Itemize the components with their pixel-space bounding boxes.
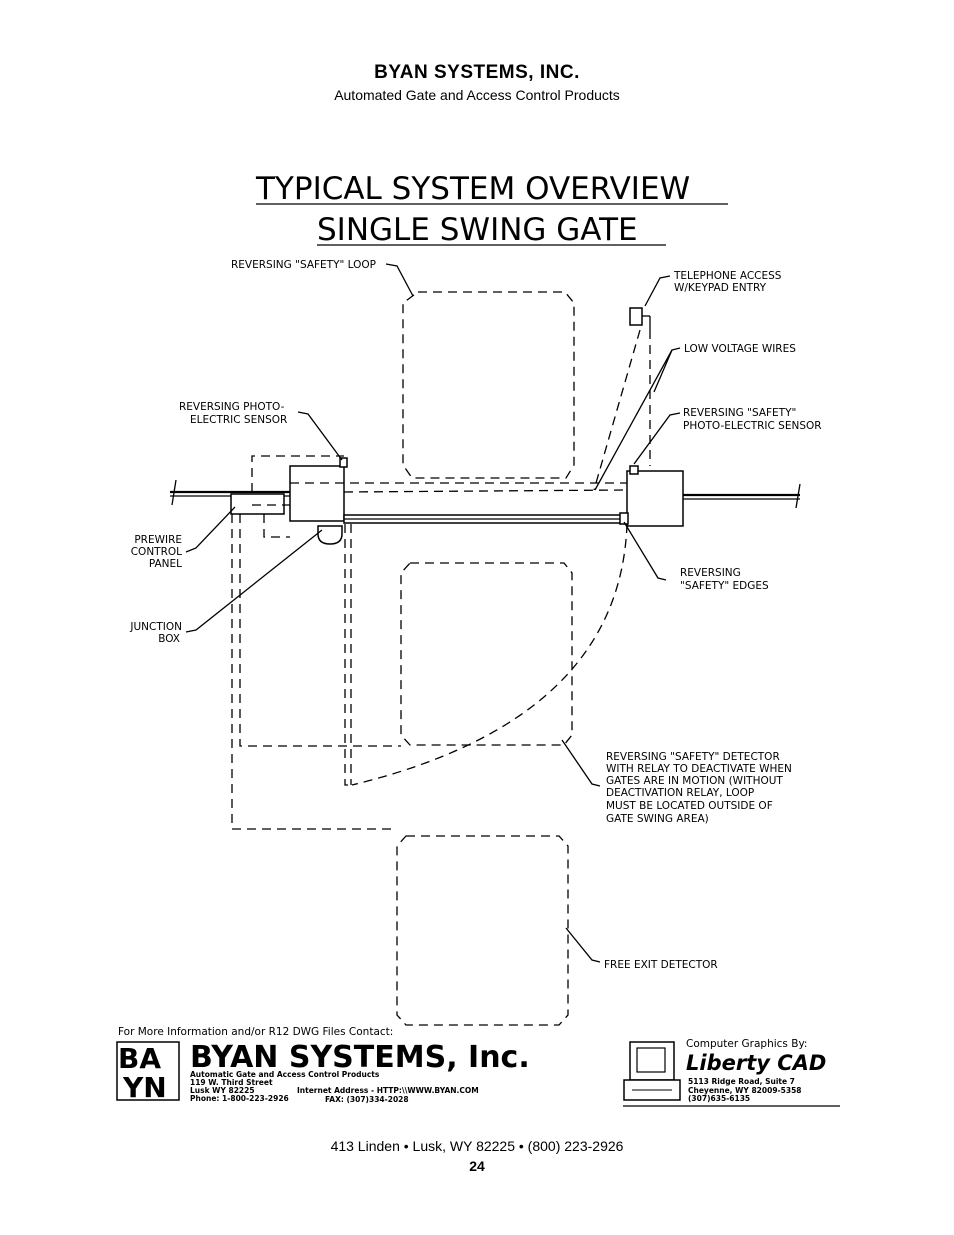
byan-logo-mark: BA YN <box>116 1041 180 1104</box>
junction-box <box>317 525 343 545</box>
left-photo-sensor <box>339 457 348 468</box>
computer-icon <box>623 1041 681 1101</box>
telephone-keypad <box>629 307 643 326</box>
label-detector-6: GATE SWING AREA) <box>606 813 709 825</box>
svg-text:YN: YN <box>122 1071 167 1104</box>
label-telephone-1: TELEPHONE ACCESS <box>673 270 782 282</box>
leader-detector <box>561 739 601 787</box>
top-safety-loop <box>402 291 575 479</box>
label-junction-1: JUNCTION <box>129 621 182 633</box>
leader-low-voltage-b <box>594 349 673 491</box>
wire-vert-2 <box>239 514 401 747</box>
label-photo-right-1: REVERSING "SAFETY" <box>683 407 796 419</box>
label-photo-right-2: PHOTO-ELECTRIC SENSOR <box>683 420 822 432</box>
company-tagline: Automated Gate and Access Control Produc… <box>334 87 620 103</box>
label-prewire-1: PREWIRE <box>134 534 182 546</box>
contact-line1: Automatic Gate and Access Control Produc… <box>190 1070 380 1079</box>
right-gate-post <box>626 470 684 527</box>
low-voltage-wire-2 <box>593 329 641 491</box>
diagram-title-line1: TYPICAL SYSTEM OVERVIEW <box>255 171 690 207</box>
contact-company: BYAN SYSTEMS, Inc. <box>190 1040 530 1075</box>
safety-edge <box>619 512 629 525</box>
right-photo-sensor <box>629 465 639 475</box>
label-edges-2: "SAFETY" EDGES <box>680 580 769 592</box>
diagram-title-line2: SINGLE SWING GATE <box>317 212 638 248</box>
leader-photo-right <box>633 412 681 465</box>
label-low-voltage: LOW VOLTAGE WIRES <box>684 343 796 355</box>
footer-address: 413 Linden • Lusk, WY 82225 • (800) 223-… <box>330 1138 624 1154</box>
contact-internet: Internet Address - HTTP:\\WWW.BYAN.COM <box>297 1086 479 1095</box>
label-edges-1: REVERSING <box>680 567 741 579</box>
gate-swing-arc <box>351 523 628 786</box>
leader-telephone <box>644 275 671 307</box>
leader-photo-left <box>297 411 343 461</box>
liberty-brand: Liberty CAD <box>686 1051 826 1075</box>
fence-break-left <box>171 479 177 506</box>
contact-line3: Lusk WY 82225 <box>190 1086 255 1095</box>
label-detector-3: GATES ARE IN MOTION (WITHOUT <box>606 775 783 787</box>
label-junction-2: BOX <box>158 633 180 645</box>
leader-safety-loop <box>385 263 414 297</box>
liberty-addr1: 5113 Ridge Road, Suite 7 <box>688 1077 795 1086</box>
wire-run-2 <box>343 489 628 493</box>
leader-junction <box>185 529 323 633</box>
label-detector-4: DEACTIVATION RELAY, LOOP <box>606 787 754 799</box>
wire-vert-4 <box>344 524 352 786</box>
liberty-addr2: Cheyenne, WY 82009-5358 <box>688 1086 802 1095</box>
label-photo-left-2: ELECTRIC SENSOR <box>190 414 287 426</box>
wire-vert-1 <box>263 514 290 538</box>
leader-prewire <box>185 506 236 553</box>
label-prewire-2: CONTROL <box>131 546 182 558</box>
leader-free-exit <box>565 927 601 963</box>
page-number: 24 <box>469 1158 485 1174</box>
label-prewire-3: PANEL <box>149 558 182 570</box>
liberty-heading: Computer Graphics By: <box>686 1038 807 1050</box>
svg-text:BA: BA <box>118 1042 161 1075</box>
liberty-phone: (307)635-6135 <box>688 1094 750 1103</box>
label-safety-loop: REVERSING "SAFETY" LOOP <box>231 259 376 271</box>
contact-phone: Phone: 1-800-223-2926 <box>190 1094 289 1103</box>
label-detector-2: WITH RELAY TO DEACTIVATE WHEN <box>606 763 792 775</box>
middle-safety-loop <box>400 562 573 746</box>
contact-heading: For More Information and/or R12 DWG File… <box>118 1026 393 1038</box>
wire-loop-top <box>251 455 344 492</box>
leader-low-voltage-a <box>653 347 681 393</box>
company-name: BYAN SYSTEMS, INC. <box>374 62 580 83</box>
label-photo-left-1: REVERSING PHOTO- <box>179 401 285 413</box>
left-gate-post <box>289 465 345 522</box>
contact-fax: FAX: (307)334-2028 <box>325 1095 409 1104</box>
label-detector-5: MUST BE LOCATED OUTSIDE OF <box>606 800 773 812</box>
prewire-control-panel <box>230 493 285 515</box>
label-detector-1: REVERSING "SAFETY" DETECTOR <box>606 751 780 763</box>
contact-line2: 119 W. Third Street <box>190 1078 273 1087</box>
label-free-exit: FREE EXIT DETECTOR <box>604 959 718 971</box>
leader-edges <box>623 521 667 581</box>
fence-break-right <box>795 483 801 509</box>
wire-vert-3 <box>231 514 397 830</box>
free-exit-loop <box>396 835 569 1026</box>
label-telephone-2: W/KEYPAD ENTRY <box>674 282 767 294</box>
